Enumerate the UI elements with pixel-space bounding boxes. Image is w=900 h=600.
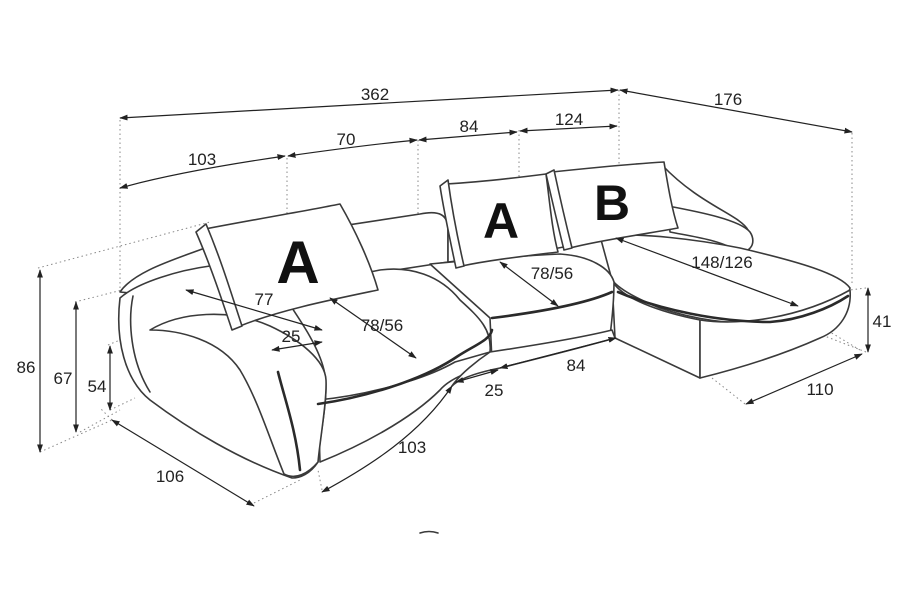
dim-height-seat: 54 — [88, 377, 107, 396]
dim-seat-inner-depth: 78/56 — [361, 316, 404, 335]
dim-arm-width: 25 — [282, 327, 301, 346]
dim-seg4: 124 — [555, 110, 583, 129]
dim-seg3: 84 — [460, 117, 479, 136]
dim-height-arm: 67 — [54, 369, 73, 388]
cushion-b-label: B — [594, 175, 630, 231]
dimension-lines — [37, 87, 871, 507]
dim-seg1: 103 — [188, 150, 216, 169]
cushion-a-middle: A — [439, 173, 559, 269]
dim-chaise-seat-depth: 148/126 — [691, 253, 752, 272]
dim-height-total: 86 — [17, 358, 36, 377]
dim-chaise-depth: 176 — [714, 90, 742, 109]
dim-chaise-front-width: 110 — [806, 380, 833, 399]
dimension-labels: 362 176 103 70 84 124 86 67 54 77 25 78/… — [17, 85, 892, 486]
cushion-a-left: A — [195, 203, 379, 331]
dim-seat-depth-arm: 77 — [255, 290, 274, 309]
dim-total-width: 362 — [361, 85, 389, 104]
dim-seg2: 70 — [337, 130, 356, 149]
cushion-b: B — [545, 161, 679, 251]
dim-front-gap: 25 — [485, 381, 504, 400]
cushion-a-left-label: A — [276, 229, 319, 296]
dim-front-mid: 84 — [567, 356, 586, 375]
dim-front-left: 103 — [398, 438, 426, 457]
stray-mark — [419, 530, 439, 534]
dim-depth-left: 106 — [156, 467, 184, 486]
dim-seat-mid-depth: 78/56 — [531, 264, 574, 283]
dim-chaise-height: 41 — [873, 312, 892, 331]
cushion-a-middle-label: A — [483, 193, 519, 249]
